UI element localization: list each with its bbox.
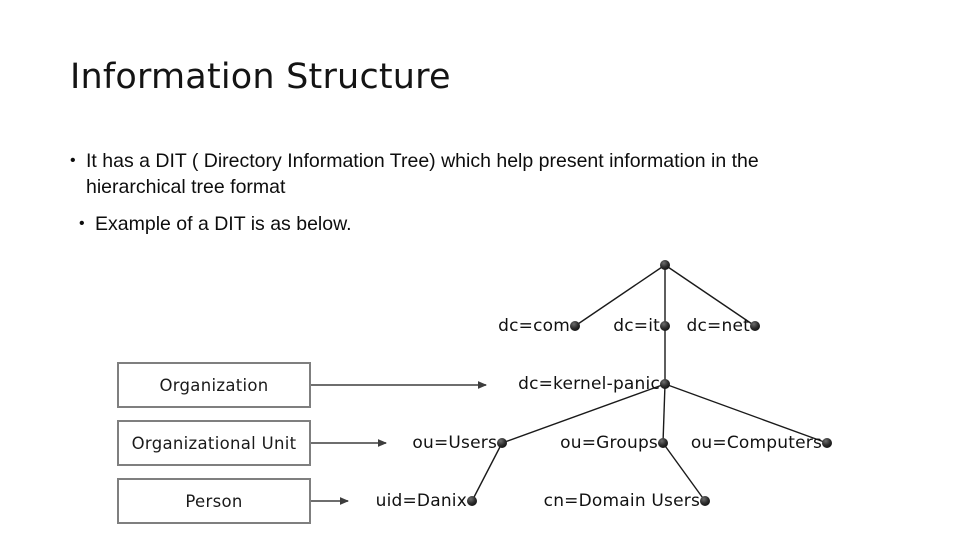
list-item: • Example of a DIT is as below. [70, 211, 860, 237]
bullet-marker: • [79, 215, 85, 232]
list-item-text: Example of a DIT is as below. [95, 213, 352, 235]
legend-box-label: Organizational Unit [131, 433, 297, 453]
page-title: Information Structure [70, 57, 451, 97]
tree-node-label-uid-danix: uid=Danix [375, 491, 467, 511]
tree-node-dc-it [660, 321, 670, 331]
tree-node-label-dc-it: dc=it [613, 316, 660, 336]
legend-box-person: Person [117, 478, 311, 524]
tree-node-ou-users [497, 438, 507, 448]
bullet-list: • It has a DIT ( Directory Information T… [70, 148, 860, 237]
tree-node-label-dc-com: dc=com [498, 316, 570, 336]
legend-box-organization: Organization [117, 362, 311, 408]
tree-node-uid-danix [467, 496, 477, 506]
list-item-text: It has a DIT ( Directory Information Tre… [86, 150, 759, 198]
tree-node-dc-kernel-panic [660, 379, 670, 389]
tree-node-cn-domain-users [700, 496, 710, 506]
tree-node-dc-net [750, 321, 760, 331]
tree-node-label-dc-kernel-panic: dc=kernel-panic [518, 374, 660, 394]
tree-node-root [660, 260, 670, 270]
legend-box-organizational-unit: Organizational Unit [117, 420, 311, 466]
tree-node-ou-computers [822, 438, 832, 448]
list-item: • It has a DIT ( Directory Information T… [70, 148, 860, 200]
tree-node-dc-com [570, 321, 580, 331]
tree-node-label-ou-users: ou=Users [412, 433, 497, 453]
tree-node-label-ou-computers: ou=Computers [690, 433, 822, 453]
tree-node-label-cn-domain-users: cn=Domain Users [543, 491, 700, 511]
legend-box-label: Person [185, 491, 243, 511]
tree-node-label-ou-groups: ou=Groups [560, 433, 658, 453]
bullet-marker: • [70, 152, 76, 169]
tree-edge [662, 383, 666, 444]
legend-box-label: Organization [159, 375, 269, 395]
tree-node-ou-groups [658, 438, 668, 448]
tree-node-label-dc-net: dc=net [686, 316, 750, 336]
